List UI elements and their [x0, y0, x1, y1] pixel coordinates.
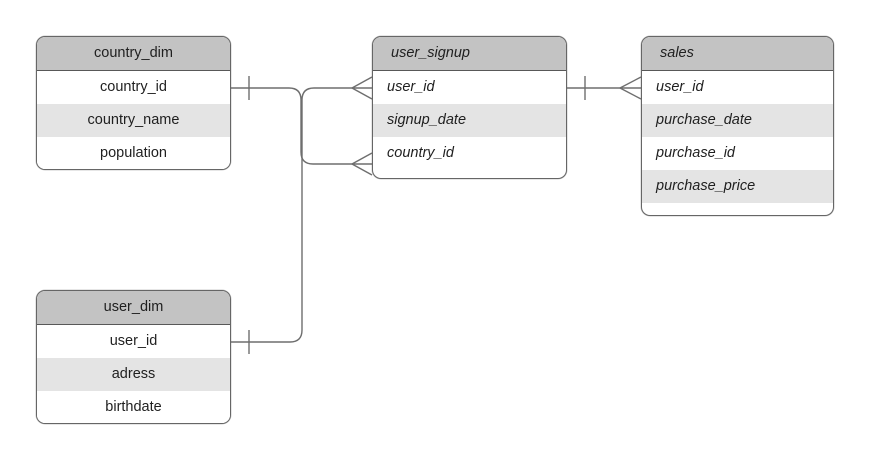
entity-title-user_signup: user_signup: [373, 37, 566, 71]
cardinality-many-prong-2: [351, 163, 373, 176]
entity-field-user_dim-user_id[interactable]: user_id: [37, 325, 230, 358]
entity-field-user_signup-signup_date[interactable]: signup_date: [373, 104, 566, 137]
relationship-user_dim-to-user_signup: [231, 76, 373, 354]
cardinality-many-prong-0: [619, 76, 642, 89]
entity-field-user_signup-user_id[interactable]: user_id: [373, 71, 566, 104]
relationship-line: [231, 87, 352, 343]
cardinality-many-prong-0: [351, 152, 373, 165]
cardinality-many-prong-0: [351, 76, 373, 89]
entity-title-country_dim: country_dim: [37, 37, 230, 71]
entity-title-sales: sales: [642, 37, 833, 71]
entity-title-user_dim: user_dim: [37, 291, 230, 325]
cardinality-many-prong-2: [351, 87, 373, 100]
entity-field-user_dim-adress[interactable]: adress: [37, 358, 230, 391]
entity-field-sales-purchase_date[interactable]: purchase_date: [642, 104, 833, 137]
entity-field-sales-user_id[interactable]: user_id: [642, 71, 833, 104]
entity-field-user_dim-birthdate[interactable]: birthdate: [37, 391, 230, 423]
entity-field-sales-purchase_price[interactable]: purchase_price: [642, 170, 833, 203]
entity-field-country_dim-country_id[interactable]: country_id: [37, 71, 230, 104]
entity-field-user_signup-country_id[interactable]: country_id: [373, 137, 566, 170]
entity-field-country_dim-population[interactable]: population: [37, 137, 230, 169]
entity-field-sales-purchase_id[interactable]: purchase_id: [642, 137, 833, 170]
entity-field-country_dim-country_name[interactable]: country_name: [37, 104, 230, 137]
relationship-country_dim-to-user_signup: [231, 76, 373, 176]
cardinality-many-prong-2: [619, 87, 642, 100]
relationship-user_signup-to-sales: [567, 76, 642, 100]
relationship-line: [231, 87, 352, 165]
